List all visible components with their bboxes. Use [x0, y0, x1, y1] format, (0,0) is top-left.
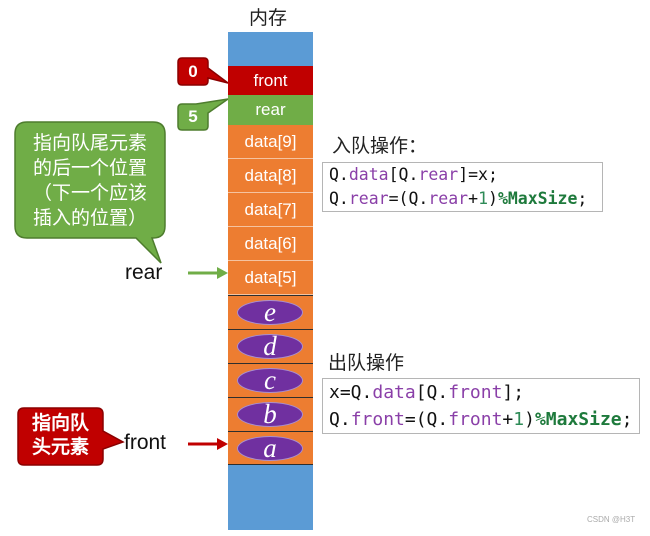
empty-slot-cell: data[9]	[228, 125, 313, 159]
element-ellipse: d	[237, 331, 303, 361]
rear-note-line: （下一个应该	[32, 183, 147, 204]
element-letter: e	[264, 297, 276, 327]
code-token: [Q.	[415, 382, 449, 403]
code-token: %MaxSize	[534, 409, 622, 430]
code-token: data	[348, 165, 389, 184]
code-token: ];	[502, 382, 525, 403]
front-index-value: 0	[188, 62, 198, 81]
code-token: =(Q.	[388, 189, 429, 208]
rear-arrow	[188, 267, 228, 279]
element-ellipse: b	[237, 399, 303, 429]
enqueue-code-box: Q.data[Q.rear]=x; Q.rear=(Q.rear+1)%MaxS…	[322, 162, 603, 212]
empty-slot-cell: data[5]	[228, 261, 313, 295]
code-token: front	[448, 409, 503, 430]
element-letter: a	[263, 433, 277, 463]
rear-note-line: 的后一个位置	[32, 158, 147, 179]
dequeue-code-line: Q.front=(Q.front+1)%MaxSize;	[329, 406, 633, 433]
code-token: =(Q.	[404, 409, 449, 430]
empty-slot-cell: data[6]	[228, 227, 313, 261]
enqueue-title: 入队操作：	[332, 136, 428, 157]
element-ellipse: c	[237, 365, 303, 395]
front-index-callout	[177, 57, 229, 86]
code-token: %MaxSize	[497, 189, 578, 208]
code-token: rear	[428, 189, 469, 208]
front-note-line: 指向队	[31, 413, 89, 434]
code-token: +	[502, 409, 514, 430]
code-token: Q.	[329, 189, 349, 208]
code-token: data	[372, 382, 416, 403]
code-token: x=Q.	[329, 382, 373, 403]
dequeue-title: 出队操作	[328, 353, 405, 374]
front-note-line: 头元素	[31, 437, 89, 458]
front-note-text: 指向队 头元素	[18, 412, 103, 460]
element-cell: a	[228, 431, 313, 465]
code-token: rear	[418, 165, 459, 184]
code-token: front	[350, 409, 405, 430]
element-cell: b	[228, 397, 313, 431]
rear-arrow-head	[217, 267, 228, 279]
code-token: ]=x;	[458, 165, 498, 184]
front-arrow-head	[217, 438, 228, 450]
element-cell: d	[228, 329, 313, 363]
rear-index-callout	[177, 98, 229, 131]
code-token: Q.	[329, 165, 349, 184]
element-cell: c	[228, 363, 313, 397]
empty-slot-cell: data[7]	[228, 193, 313, 227]
front-pointer-label: front	[124, 431, 167, 454]
watermark: CSDN @H3T	[587, 515, 636, 524]
element-letter: b	[263, 399, 277, 429]
rear-note-callout	[14, 121, 166, 264]
memory-column: front rear data[9] data[8] data[7] data[…	[228, 32, 313, 530]
code-token: )	[524, 409, 535, 430]
element-cell: e	[228, 295, 313, 329]
code-token: ;	[621, 409, 633, 430]
code-token: Q.	[329, 409, 351, 430]
rear-pointer-label: rear	[125, 261, 163, 284]
code-token: front	[448, 382, 503, 403]
element-letter: d	[263, 331, 277, 361]
code-token: [Q.	[388, 165, 419, 184]
code-token: rear	[348, 189, 389, 208]
empty-slot-cell: data[8]	[228, 159, 313, 193]
enqueue-code-line: Q.data[Q.rear]=x;	[329, 163, 596, 187]
rear-field-cell: rear	[228, 95, 313, 125]
element-letter: c	[264, 365, 276, 395]
element-ellipse: a	[237, 433, 303, 463]
rear-index-value: 5	[188, 107, 198, 126]
code-token: ;	[577, 189, 588, 208]
front-field-cell: front	[228, 66, 313, 95]
code-token: )	[488, 189, 498, 208]
code-token: 1	[513, 409, 525, 430]
front-arrow	[188, 438, 228, 450]
rear-note-line: 插入的位置）	[32, 208, 147, 229]
element-ellipse: e	[237, 297, 303, 327]
code-token: +	[468, 189, 479, 208]
memory-title: 内存	[249, 8, 288, 29]
enqueue-code-line: Q.rear=(Q.rear+1)%MaxSize;	[329, 187, 596, 211]
front-note-callout	[17, 407, 125, 466]
dequeue-code-box: x=Q.data[Q.front]; Q.front=(Q.front+1)%M…	[322, 378, 640, 434]
dequeue-code-line: x=Q.data[Q.front];	[329, 379, 633, 406]
code-token: 1	[478, 189, 488, 208]
rear-note-line: 指向队尾元素	[32, 133, 147, 154]
rear-note-text: 指向队尾元素 的后一个位置 （下一个应该 插入的位置）	[15, 131, 165, 231]
